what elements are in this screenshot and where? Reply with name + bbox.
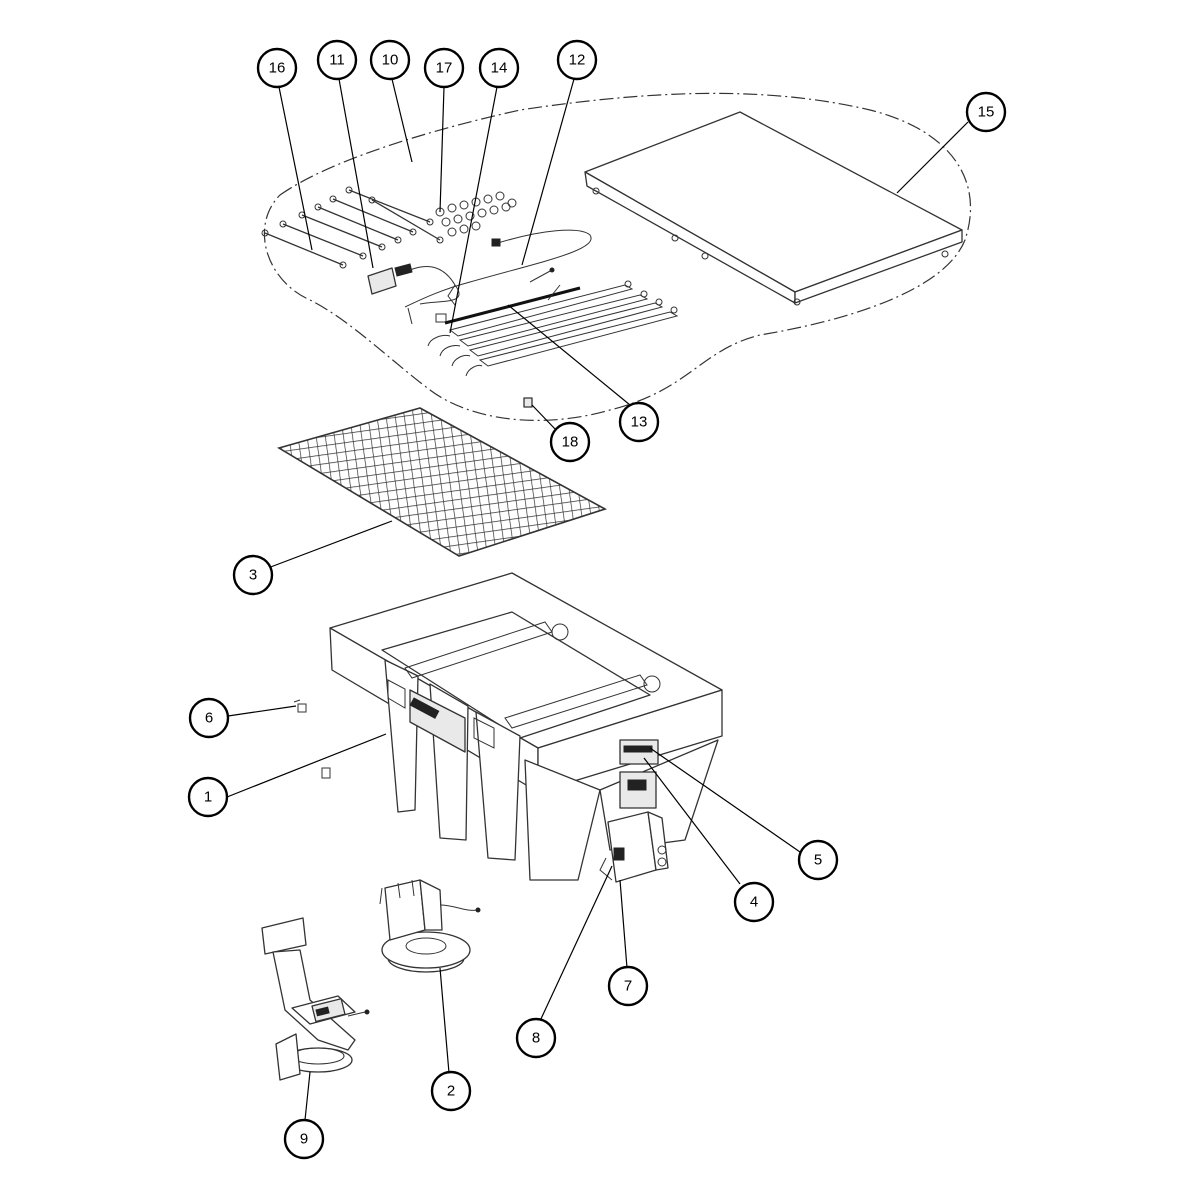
callout-balloon-icon xyxy=(232,554,274,596)
callout-label: 17 xyxy=(436,60,453,77)
callout-balloon-icon xyxy=(316,39,358,81)
callout-15: 15 xyxy=(965,91,1007,133)
callout-label: 13 xyxy=(631,414,648,431)
callout-label: 9 xyxy=(300,1131,308,1148)
callout-balloon-icon xyxy=(256,47,298,89)
part-hardware-rings xyxy=(435,191,517,237)
callout-label: 14 xyxy=(491,60,508,77)
callout-balloon-icon xyxy=(797,839,839,881)
callout-16: 16 xyxy=(256,47,298,89)
callout-18: 18 xyxy=(549,421,591,463)
callout-12: 12 xyxy=(556,39,598,81)
part-straps xyxy=(427,280,679,377)
callout-14: 14 xyxy=(478,47,520,89)
callout-label: 7 xyxy=(624,978,632,995)
callout-6: 6 xyxy=(188,697,230,739)
callout-balloon-icon xyxy=(607,965,649,1007)
callout-label: 1 xyxy=(204,789,212,806)
callout-label: 12 xyxy=(569,52,586,69)
callout-label: 16 xyxy=(269,60,286,77)
callout-label: 18 xyxy=(562,434,579,451)
callout-7: 7 xyxy=(607,965,649,1007)
callout-11: 11 xyxy=(316,39,358,81)
part-rods xyxy=(261,186,444,269)
part-harness xyxy=(444,267,581,325)
callout-label: 8 xyxy=(532,1030,540,1047)
callout-1: 1 xyxy=(187,776,229,818)
callout-3: 3 xyxy=(232,554,274,596)
callout-9: 9 xyxy=(283,1118,325,1160)
callout-balloon-icon xyxy=(515,1017,557,1059)
callout-5: 5 xyxy=(797,839,839,881)
callout-balloon-icon xyxy=(618,401,660,443)
part-motor-bracket xyxy=(599,811,669,883)
part-brackets xyxy=(293,699,331,779)
callout-label: 4 xyxy=(750,894,758,911)
callout-2: 2 xyxy=(430,1070,472,1112)
callout-label: 11 xyxy=(329,52,345,69)
part-spinner-assembly xyxy=(379,879,481,973)
callout-balloon-icon xyxy=(188,697,230,739)
callout-17: 17 xyxy=(423,47,465,89)
callout-4: 4 xyxy=(733,881,775,923)
callout-balloon-icon xyxy=(430,1070,472,1112)
callout-label: 3 xyxy=(249,567,257,584)
part-clip xyxy=(523,397,533,408)
callout-balloon-icon xyxy=(423,47,465,89)
callout-balloon-icon xyxy=(369,39,411,81)
callout-balloon-icon xyxy=(556,39,598,81)
part-cable xyxy=(404,229,592,325)
part-cover-panel xyxy=(584,111,963,306)
callout-balloon-icon xyxy=(283,1118,325,1160)
callout-label: 5 xyxy=(814,852,822,869)
callout-label: 15 xyxy=(978,104,995,121)
callout-label: 2 xyxy=(447,1083,455,1100)
callout-13: 13 xyxy=(618,401,660,443)
callout-balloon-icon xyxy=(549,421,591,463)
callout-label: 10 xyxy=(382,52,399,69)
leader-lines xyxy=(226,78,969,1121)
callout-balloon-icon xyxy=(733,881,775,923)
callout-label: 6 xyxy=(205,710,213,727)
part-control-box xyxy=(367,263,460,305)
callout-8: 8 xyxy=(515,1017,557,1059)
callout-balloon-icon xyxy=(965,91,1007,133)
part-screen-mesh xyxy=(277,407,608,557)
callout-balloon-icon xyxy=(187,776,229,818)
part-spinner-chute xyxy=(261,917,370,1081)
callout-10: 10 xyxy=(369,39,411,81)
callout-balloon-icon xyxy=(478,47,520,89)
